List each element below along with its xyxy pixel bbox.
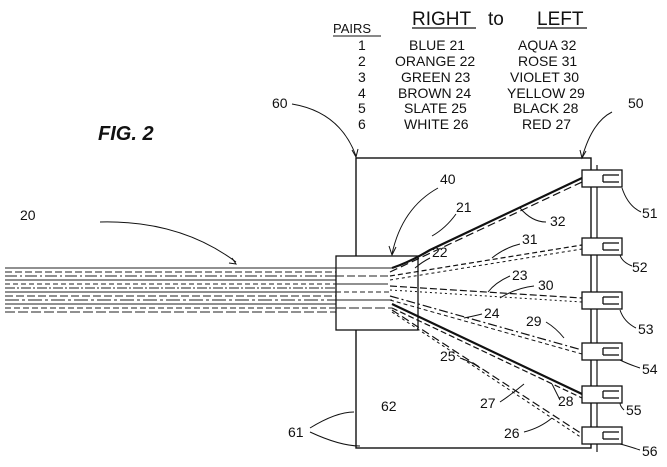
right-color: SLATE 25: [404, 100, 467, 116]
ref-30: 30: [538, 277, 554, 293]
pair-number: 5: [358, 100, 366, 116]
connector: [582, 343, 622, 360]
ref-27: 27: [480, 395, 496, 411]
pair-number: 2: [358, 53, 366, 69]
pairs-header: PAIRS: [333, 21, 371, 36]
connector: [582, 238, 622, 255]
leader-54: [620, 360, 640, 368]
ref-25: 25: [440, 348, 456, 364]
left-header: LEFT: [537, 9, 584, 30]
connector: [582, 170, 622, 187]
leader-53: [620, 310, 636, 328]
right-color: BLUE 21: [409, 37, 465, 53]
leader-52: [620, 255, 632, 266]
leader-61a: [310, 412, 354, 428]
leader-32: [520, 208, 546, 222]
leader-56: [620, 444, 640, 450]
ref-31: 31: [522, 231, 538, 247]
connectors: [582, 170, 622, 444]
ref-22: 22: [432, 244, 448, 260]
wire-27: [392, 310, 582, 434]
left-color: AQUA 32: [518, 37, 577, 53]
ref-32: 32: [550, 213, 566, 229]
ref-24: 24: [484, 305, 500, 321]
ref-55: 55: [626, 402, 642, 418]
ref-26: 26: [504, 425, 520, 441]
ref-23: 23: [512, 267, 528, 283]
leader-20: [100, 222, 236, 262]
wire-22: [390, 245, 582, 276]
leader-23: [488, 276, 510, 292]
leader-61b: [310, 432, 360, 446]
right-color: GREEN 23: [401, 69, 470, 85]
ref-50: 50: [628, 95, 644, 111]
ref-62: 62: [381, 398, 397, 414]
to-word: to: [488, 9, 504, 30]
leader-29: [546, 322, 564, 338]
ref-51: 51: [642, 205, 658, 221]
right-color: BROWN 24: [398, 85, 471, 101]
leader-25: [460, 358, 480, 368]
leader-21: [432, 214, 456, 236]
ref-52: 52: [632, 259, 648, 275]
leader-50: [582, 112, 612, 158]
right-header: RIGHT: [412, 9, 472, 30]
left-color: ROSE 31: [518, 53, 577, 69]
leader-30: [500, 286, 534, 298]
left-color: VIOLET 30: [510, 69, 579, 85]
left-color: YELLOW 29: [507, 85, 585, 101]
leader-31: [492, 244, 520, 258]
leader-27: [500, 384, 524, 402]
ref-21: 21: [456, 199, 472, 215]
connector: [582, 386, 622, 403]
connector: [582, 427, 622, 444]
ref-28: 28: [558, 393, 574, 409]
right-color: ORANGE 22: [395, 53, 475, 69]
ref-20: 20: [20, 207, 36, 223]
right-color: WHITE 26: [404, 116, 469, 132]
pair-number: 4: [358, 85, 366, 101]
ref-56: 56: [642, 443, 658, 459]
pair-number: 3: [358, 69, 366, 85]
wire-26: [392, 312, 582, 438]
ref-53: 53: [638, 321, 654, 337]
color-pair-table: PAIRS RIGHT to LEFT 1 BLUE 21 AQUA 32 2 …: [333, 9, 587, 132]
leader-26: [524, 418, 552, 432]
ref-54: 54: [642, 361, 658, 377]
pair-number: 1: [358, 37, 366, 53]
leader-51: [622, 188, 641, 212]
ref-40: 40: [440, 171, 456, 187]
ref-60: 60: [272, 95, 288, 111]
leader-24: [464, 314, 482, 318]
leader-55: [620, 403, 624, 410]
cable-bundle: [5, 268, 336, 312]
leader-60: [292, 104, 356, 156]
left-color: RED 27: [522, 116, 571, 132]
pair-number: 6: [358, 116, 366, 132]
wire-25: [392, 308, 582, 398]
connector: [582, 292, 622, 309]
ref-61: 61: [288, 424, 304, 440]
figure-label: FIG. 2: [98, 123, 154, 145]
ref-29: 29: [526, 313, 542, 329]
left-color: BLACK 28: [513, 100, 579, 116]
